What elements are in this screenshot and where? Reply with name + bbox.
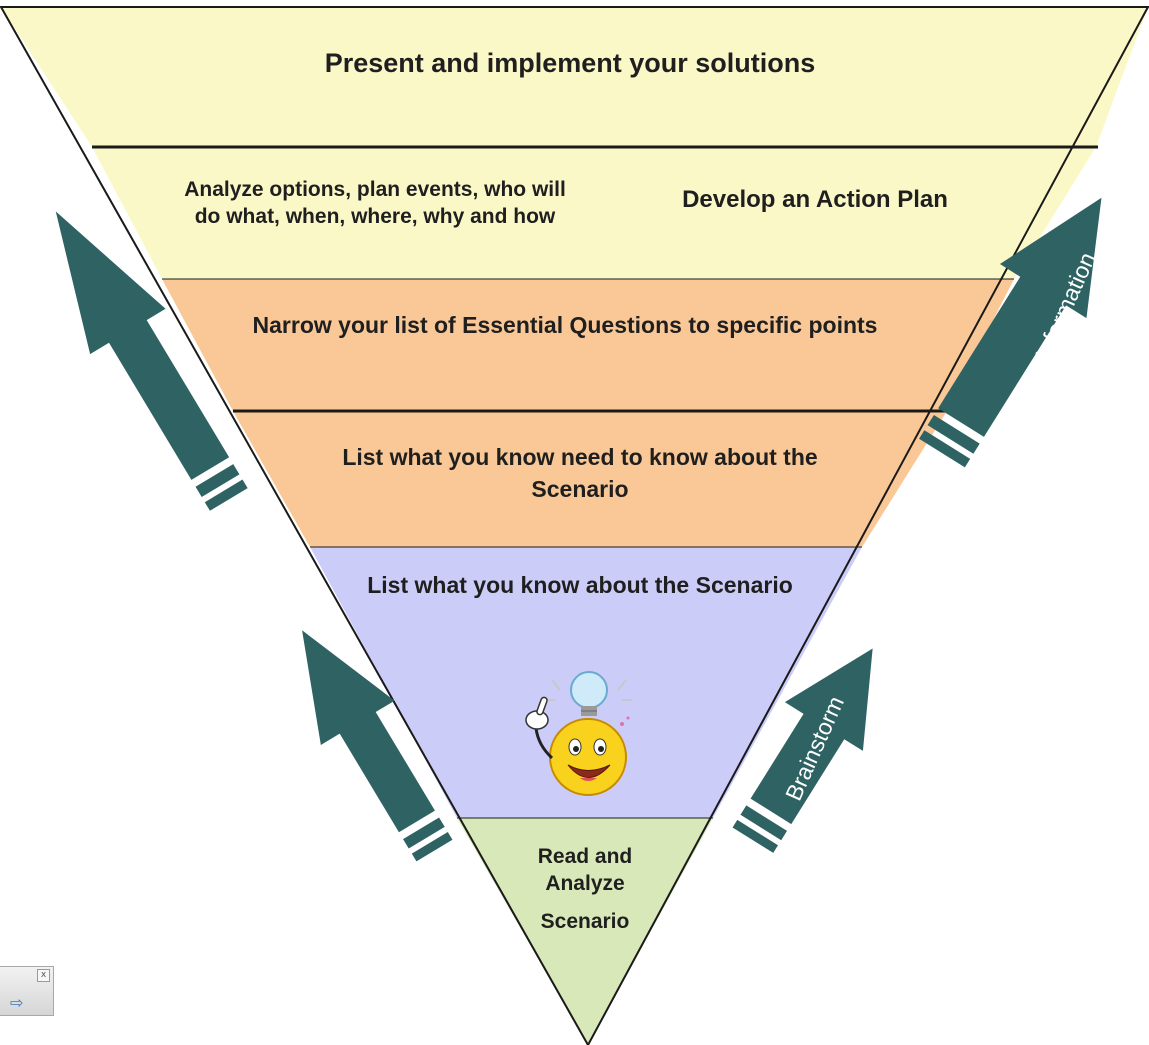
label-need-to-know: List what you know need to know about th… bbox=[342, 444, 818, 502]
label-read-analyze-line3: Scenario bbox=[540, 909, 630, 933]
band-present bbox=[1, 7, 1148, 147]
label-read-analyze-line2: Analyze bbox=[545, 872, 625, 896]
smiley-lightbulb-icon bbox=[525, 671, 632, 796]
label-narrow-questions: Narrow your list of Essential Questions … bbox=[252, 312, 878, 338]
arrow-left-upper-icon bbox=[55, 211, 248, 511]
label-present-solutions: Present and implement your solutions bbox=[324, 48, 816, 78]
label-read-analyze-line1: Read and bbox=[537, 845, 633, 868]
arrow-right-lower-icon bbox=[732, 648, 873, 853]
arrow-right-upper-icon bbox=[919, 197, 1102, 468]
nav-widget: x ⇨ bbox=[0, 966, 54, 1016]
arrow-right-icon[interactable]: ⇨ bbox=[10, 993, 24, 1012]
label-read-analyze: Read and Analyze Scenario bbox=[470, 843, 700, 935]
band-need-to-know bbox=[233, 411, 947, 547]
band-action-plan bbox=[92, 147, 1096, 279]
label-know: List what you know about the Scenario bbox=[367, 572, 793, 598]
funnel-outline bbox=[0, 6, 1149, 1045]
band-narrow bbox=[162, 279, 1014, 411]
label-analyze-options: Analyze options, plan events, who will d… bbox=[184, 178, 566, 229]
close-icon[interactable]: x bbox=[37, 969, 50, 982]
arrow-left-lower-icon bbox=[302, 630, 453, 862]
band-read-analyze bbox=[457, 818, 713, 1045]
label-action-plan: Develop an Action Plan bbox=[682, 186, 948, 213]
